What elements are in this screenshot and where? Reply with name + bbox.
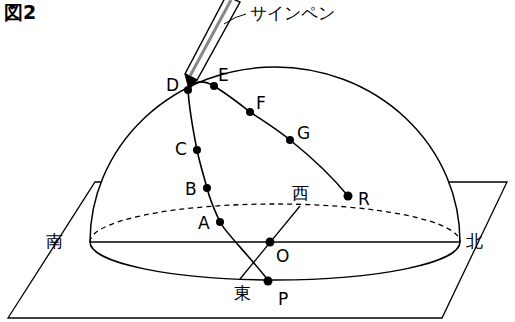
point-label: F (256, 94, 266, 113)
leader-line (224, 14, 246, 24)
point-label: B (185, 180, 197, 199)
point-label: 北 (466, 232, 483, 251)
point-label: R (358, 190, 370, 209)
sign-pen (185, 0, 240, 90)
point-label: 南 (46, 232, 63, 251)
dome-outline (90, 67, 460, 242)
point-label: C (175, 140, 187, 159)
base-front (90, 242, 460, 280)
point-label: 東 (234, 284, 251, 303)
dome-fill (90, 67, 460, 242)
point-label: E (218, 66, 229, 85)
point-label: A (198, 214, 210, 233)
point-label: 西 (292, 184, 309, 203)
mark-dots (184, 82, 353, 286)
east-west-line (240, 206, 300, 279)
sun-path-line (188, 82, 348, 280)
tool-label: サインペン (250, 4, 335, 23)
figure-title: 図2 (4, 2, 36, 23)
point-label: P (278, 290, 288, 309)
south-north-line (90, 241, 460, 242)
point-label: O (276, 247, 289, 266)
point-label: G (297, 124, 310, 143)
point-label: D (166, 76, 179, 95)
